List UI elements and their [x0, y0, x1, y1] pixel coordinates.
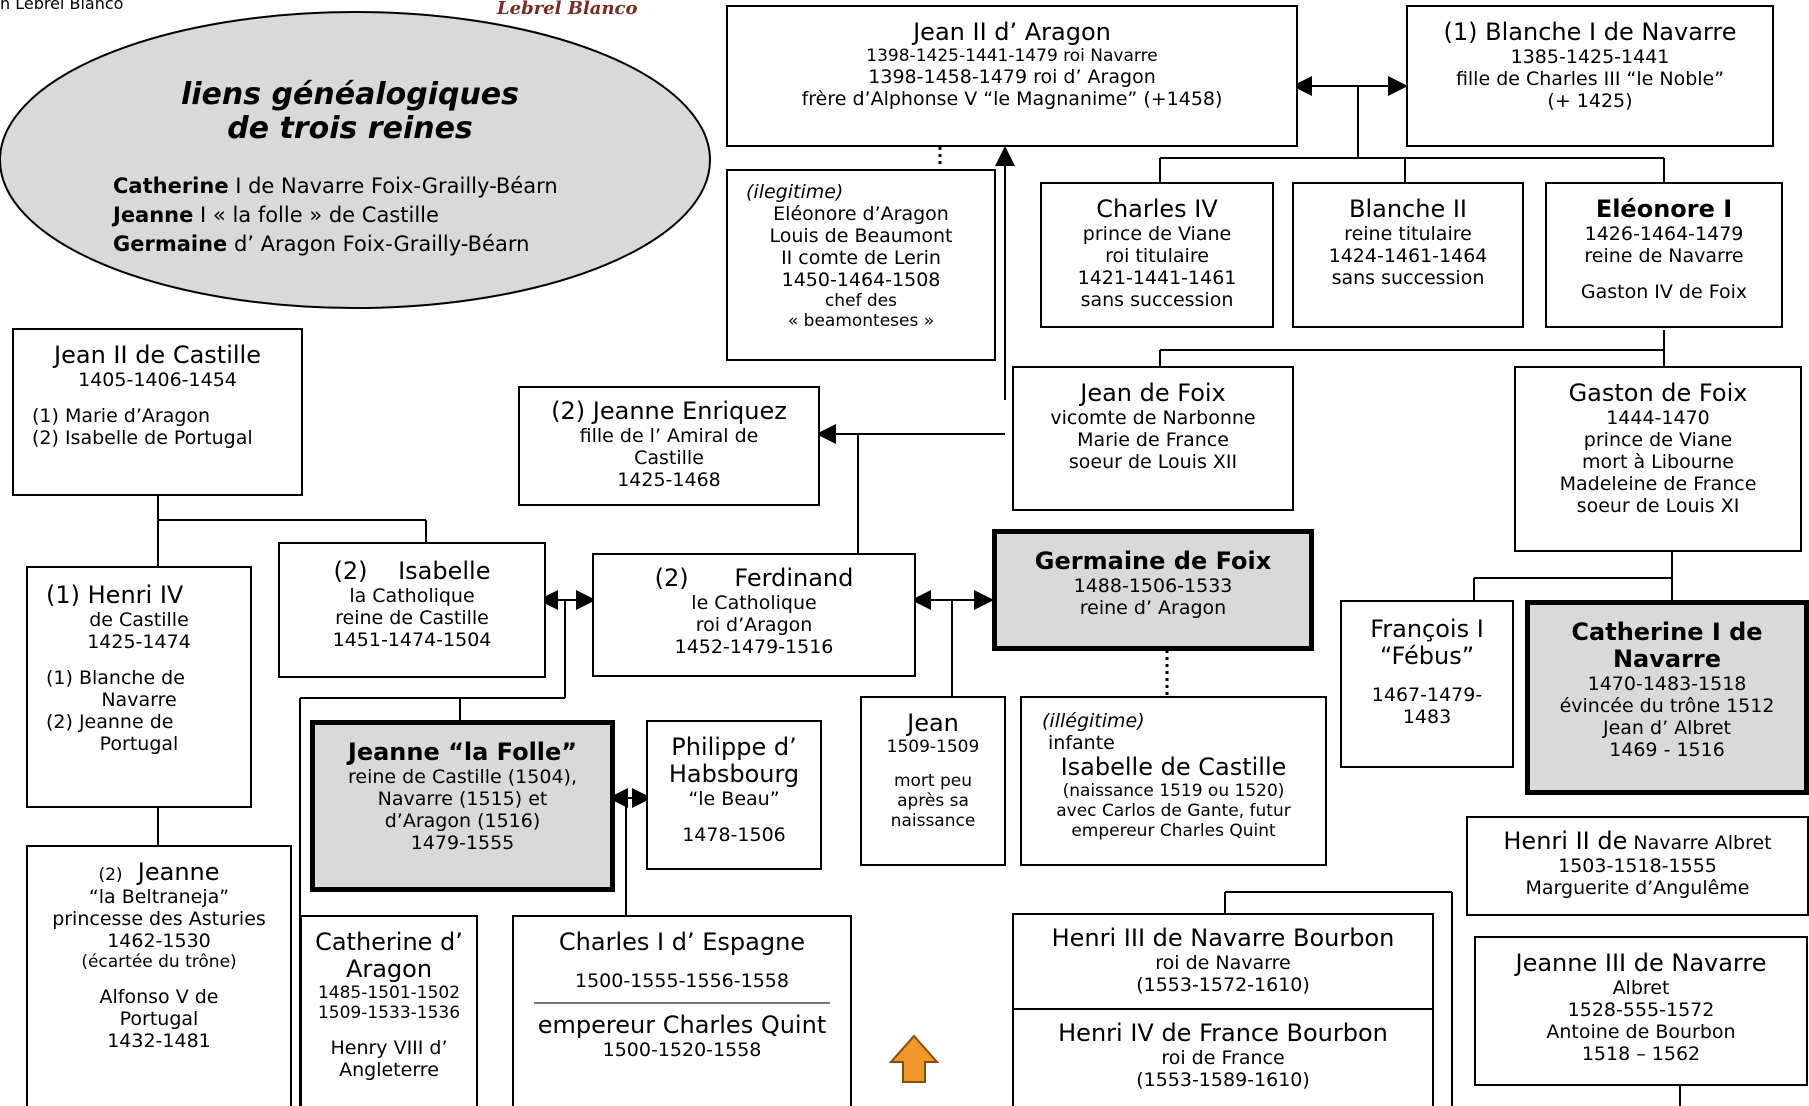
box-la-beltraneja: (2) Jeanne “la Beltraneja” princesse des…: [26, 845, 292, 1106]
queen-catherine: Catherine I de Navarre Foix-Grailly-Béar…: [113, 174, 558, 198]
box-gaston-de-foix: Gaston de Foix 1444-1470 prince de Viane…: [1514, 366, 1802, 552]
box-jean-enfant: Jean 1509-1509 mort peu après sa naissan…: [860, 696, 1006, 866]
box-philippe-habsbourg: Philippe d’ Habsbourg “le Beau” 1478-150…: [646, 720, 822, 870]
box-isabelle: (2) Isabelle la Catholique reine de Cast…: [278, 542, 546, 678]
box-jean-ii-aragon: Jean II d’ Aragon 1398-1425-1441-1479 ro…: [726, 5, 1298, 147]
box-eleonore-aragon: (ilegitime) Eléonore d’Aragon Louis de B…: [726, 169, 996, 361]
box-francois-i: François I “Fébus” 1467-1479- 1483: [1340, 600, 1514, 768]
charles-divider: [534, 1002, 830, 1004]
orange-up-arrow-icon: [888, 1034, 940, 1083]
box-henri-ii-navarre: Henri II de Navarre Albret 1503-1518-155…: [1466, 816, 1809, 916]
box-henri-iv-castille: (1) Henri IV de Castille 1425-1474 (1) B…: [26, 566, 252, 808]
lebrel-blanco-logo: Lebrel Blanco: [497, 0, 638, 19]
box-germaine-de-foix: Germaine de Foix 1488-1506-1533 reine d’…: [992, 529, 1314, 651]
oval-title: liens généalogiques de trois reines: [140, 78, 560, 146]
box-jeanne-la-folle: Jeanne “la Folle” reine de Castille (150…: [310, 720, 615, 892]
box-infante-isabelle: (illégitime) infante Isabelle de Castill…: [1020, 696, 1327, 866]
box-jean-de-foix: Jean de Foix vicomte de Narbonne Marie d…: [1012, 366, 1294, 511]
box-catherine-aragon: Catherine d’ Aragon 1485-1501-1502 1509-…: [300, 915, 478, 1106]
oval-title-line2: de trois reines: [227, 111, 473, 146]
box-jean-ii-castille: Jean II de Castille 1405-1406-1454 (1) M…: [12, 328, 303, 496]
box-ferdinand: (2) Ferdinand le Catholique roi d’Aragon…: [592, 553, 916, 677]
queen-jeanne: Jeanne I « la folle » de Castille: [113, 203, 439, 227]
box-charles-i-espagne: Charles I d’ Espagne 1500-1555-1556-1558…: [512, 915, 852, 1106]
box-henri-iv-france: Henri IV de France Bourbon roi de France…: [1012, 1008, 1434, 1106]
corner-text: n Lebrel Blanco: [0, 0, 124, 13]
box-eleonore-i: Eléonore I 1426-1464-1479 reine de Navar…: [1545, 182, 1783, 328]
box-blanche-i: (1) Blanche I de Navarre 1385-1425-1441 …: [1406, 5, 1774, 147]
queen-germaine: Germaine d’ Aragon Foix-Grailly-Béarn: [113, 232, 530, 256]
oval-queens-list: Catherine I de Navarre Foix-Grailly-Béar…: [113, 172, 558, 259]
box-henri-iii-navarre: Henri III de Navarre Bourbon roi de Nava…: [1012, 913, 1434, 1010]
oval-title-line1: liens généalogiques: [180, 77, 520, 112]
box-charles-iv: Charles IV prince de Viane roi titulaire…: [1040, 182, 1274, 328]
box-blanche-ii: Blanche II reine titulaire 1424-1461-146…: [1292, 182, 1524, 328]
box-jeanne-enriquez: (2) Jeanne Enriquez fille de l’ Amiral d…: [518, 386, 820, 506]
title-oval: [0, 11, 711, 309]
box-catherine-i-navarre: Catherine I de Navarre 1470-1483-1518 év…: [1525, 600, 1809, 795]
box-jeanne-iii-navarre: Jeanne III de Navarre Albret 1528-555-15…: [1474, 936, 1808, 1086]
